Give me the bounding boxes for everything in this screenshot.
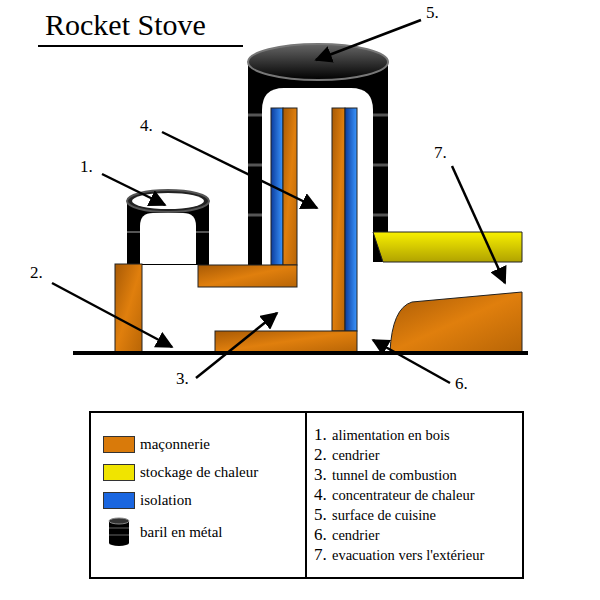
list-number: 6.	[314, 526, 327, 543]
masonry	[198, 265, 297, 287]
legend-divider	[305, 412, 307, 578]
leader-line	[373, 340, 450, 383]
leader-line	[102, 174, 165, 205]
leader-line	[452, 166, 505, 283]
leader-line	[196, 313, 277, 378]
masonry	[115, 264, 142, 352]
legend-frame	[90, 412, 523, 578]
legend-text: baril en métal	[140, 525, 222, 540]
callout-number: 6.	[455, 375, 468, 392]
masonry	[332, 108, 345, 331]
leader-line	[162, 132, 317, 208]
list-text: cendrier	[332, 528, 380, 543]
list-text: tunnel de combustion	[332, 468, 457, 483]
list-text: surface de cuisine	[332, 508, 436, 523]
legend-swatch	[103, 464, 135, 481]
masonry	[283, 108, 297, 265]
callout-number: 3.	[176, 370, 189, 387]
barrel-icon-graphic	[108, 517, 130, 547]
list-text: cendrier	[332, 448, 380, 463]
legend-swatch	[103, 436, 135, 453]
ground-line	[73, 351, 528, 355]
callout-number: 7.	[434, 144, 447, 161]
leader-line	[52, 283, 172, 347]
title-underline	[38, 45, 243, 47]
list-number: 1.	[314, 426, 327, 443]
callout-number: 2.	[30, 264, 43, 281]
list-number: 3.	[314, 466, 327, 483]
legend-text: maçonnerie	[140, 437, 210, 452]
heat-storage	[373, 232, 522, 262]
callout-number: 4.	[140, 117, 153, 134]
callout-number: 1.	[80, 158, 93, 175]
masonry	[215, 331, 357, 352]
legend-swatch	[103, 492, 135, 509]
list-number: 7.	[314, 546, 327, 563]
legend-text: stockage de chaleur	[140, 465, 258, 480]
list-text: concentrateur de chaleur	[332, 488, 475, 503]
cooking-barrel	[248, 44, 388, 266]
title: Rocket Stove	[45, 10, 206, 40]
feed-barrel	[127, 190, 209, 265]
callout-number: 5.	[426, 4, 439, 21]
legend-text: isolation	[140, 493, 192, 508]
list-number: 4.	[314, 486, 327, 503]
list-number: 2.	[314, 446, 327, 463]
list-text: alimentation en bois	[332, 428, 450, 443]
list-number: 5.	[314, 506, 327, 523]
barrel-icon	[108, 517, 130, 551]
leader-lines	[52, 20, 505, 383]
insulation	[345, 108, 357, 331]
exhaust-masonry	[390, 292, 522, 352]
leader-line	[316, 20, 421, 60]
list-text: evacuation vers l'extérieur	[332, 548, 484, 563]
